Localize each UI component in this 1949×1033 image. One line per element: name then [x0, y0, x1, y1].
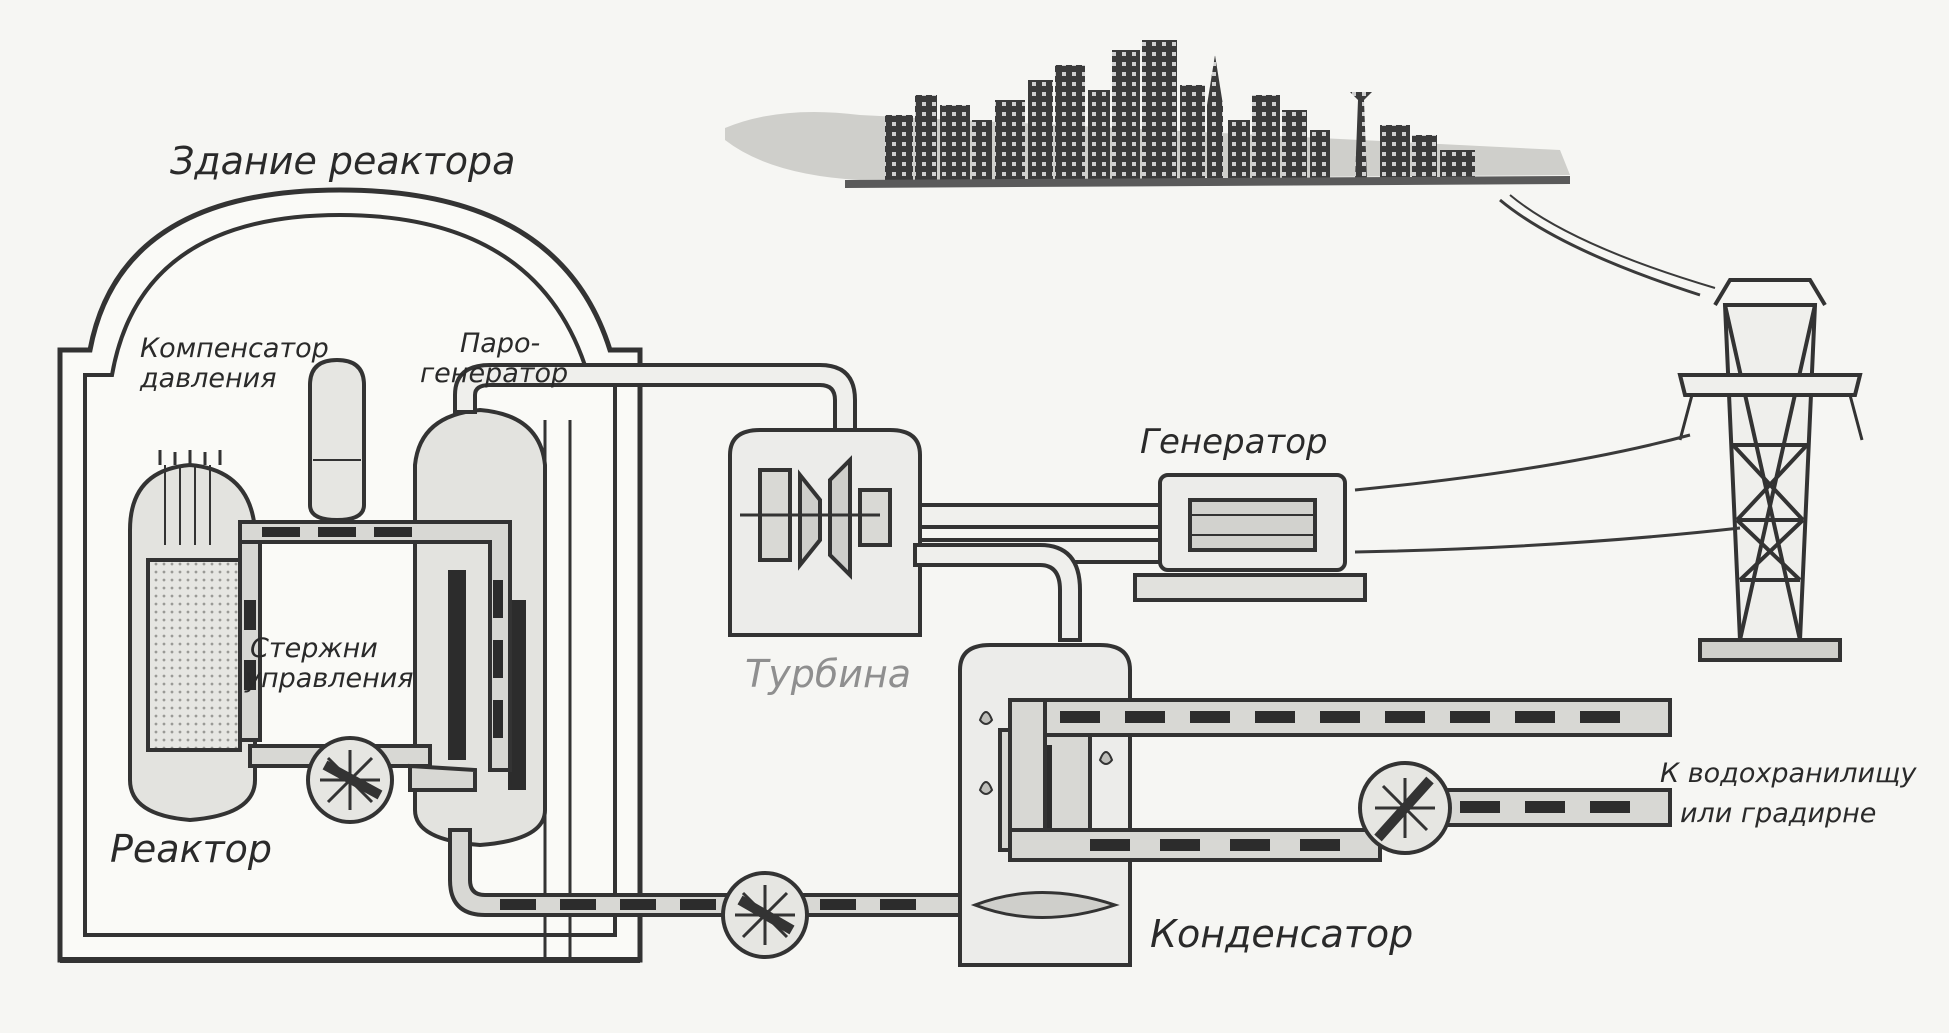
label-reactor-building: Здание реактора: [170, 139, 516, 183]
label-generator: Генератор: [1140, 422, 1328, 462]
label-control-rods-1: Стержни: [250, 633, 378, 664]
feedwater-pump: [721, 871, 809, 959]
label-turbine: Турбина: [745, 652, 912, 696]
electric-generator: [1133, 473, 1367, 602]
label-reservoir-2: или градирне: [1680, 798, 1877, 829]
label-pressurizer-2: давления: [140, 363, 277, 394]
turbine-exhaust: [913, 543, 1082, 642]
reactor-vessel: [128, 450, 257, 823]
turbine: [728, 428, 922, 637]
label-steam-generator-1: Паро-: [460, 328, 541, 359]
label-pressurizer-1: Компенсатор: [140, 333, 329, 364]
transmission-tower: [1677, 278, 1864, 662]
pressurizer: [308, 357, 366, 542]
primary-loop-dashes: [244, 527, 503, 738]
label-control-rods-2: управления: [245, 663, 414, 694]
label-reactor: Реактор: [110, 827, 273, 871]
feedwater-dashes: [500, 899, 916, 910]
generator-to-tower-wires: [1354, 433, 1741, 554]
cooling-water-pump: [1358, 761, 1452, 855]
primary-pump: [306, 736, 394, 824]
power-line-to-city: [1499, 194, 1716, 297]
label-condenser: Конденсатор: [1150, 912, 1414, 956]
cooling-water-dashes: [1060, 711, 1630, 851]
city-skyline: [725, 40, 1570, 188]
label-reservoir-1: К водохранилищу: [1660, 758, 1917, 789]
steam-generator: [413, 407, 547, 848]
label-steam-generator-2: генератор: [420, 358, 569, 389]
